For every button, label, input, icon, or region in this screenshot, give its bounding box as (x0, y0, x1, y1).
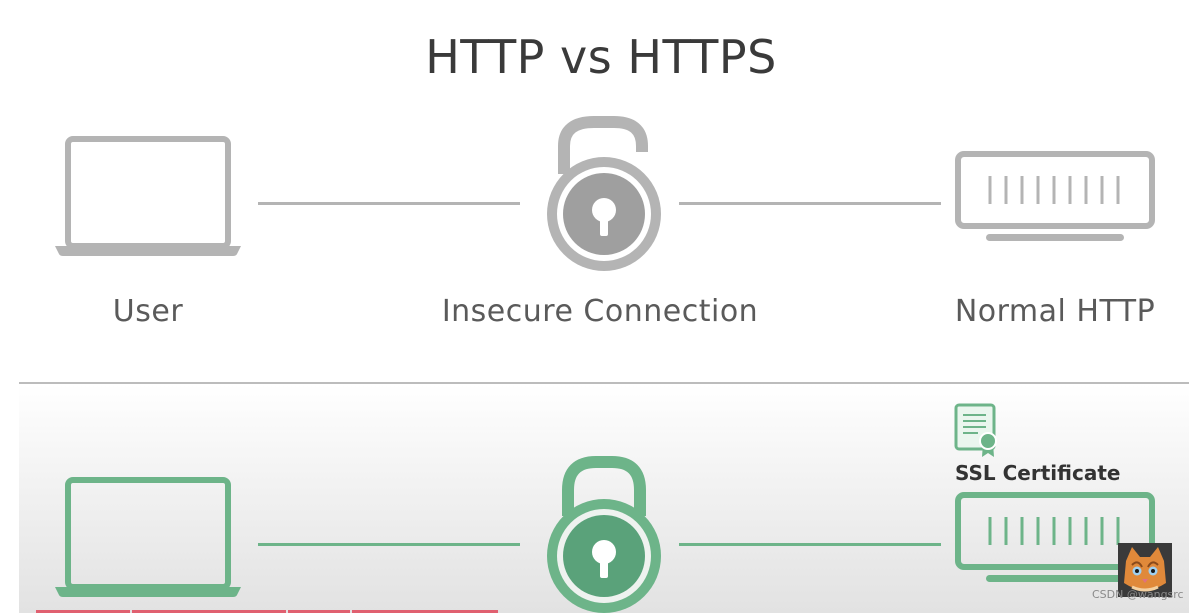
video-progress-segment (132, 610, 286, 613)
laptop-icon (55, 136, 241, 256)
video-progress-segment (36, 610, 130, 613)
locked-padlock-icon (547, 456, 661, 613)
cat-avatar (1118, 543, 1172, 597)
watermark-text: CSDN @wangsrc (1092, 588, 1184, 601)
connection-line (679, 202, 941, 205)
secure-connection-line (258, 543, 520, 546)
page-title: HTTP vs HTTPS (425, 30, 777, 84)
server-icon (955, 151, 1155, 241)
certificate-icon (954, 403, 997, 457)
ssl-certificate-label: SSL Certificate (955, 461, 1121, 485)
section-divider (19, 382, 1189, 384)
video-progress-segment (352, 610, 498, 613)
unlocked-padlock-icon (547, 116, 661, 271)
insecure-connection-label: Insecure Connection (441, 294, 759, 329)
server-icon (955, 492, 1155, 582)
secure-connection-line (679, 543, 941, 546)
user-label: User (112, 294, 184, 329)
normal-http-label: Normal HTTP (954, 294, 1156, 329)
video-progress-segment (288, 610, 350, 613)
connection-line (258, 202, 520, 205)
laptop-icon (55, 477, 241, 597)
